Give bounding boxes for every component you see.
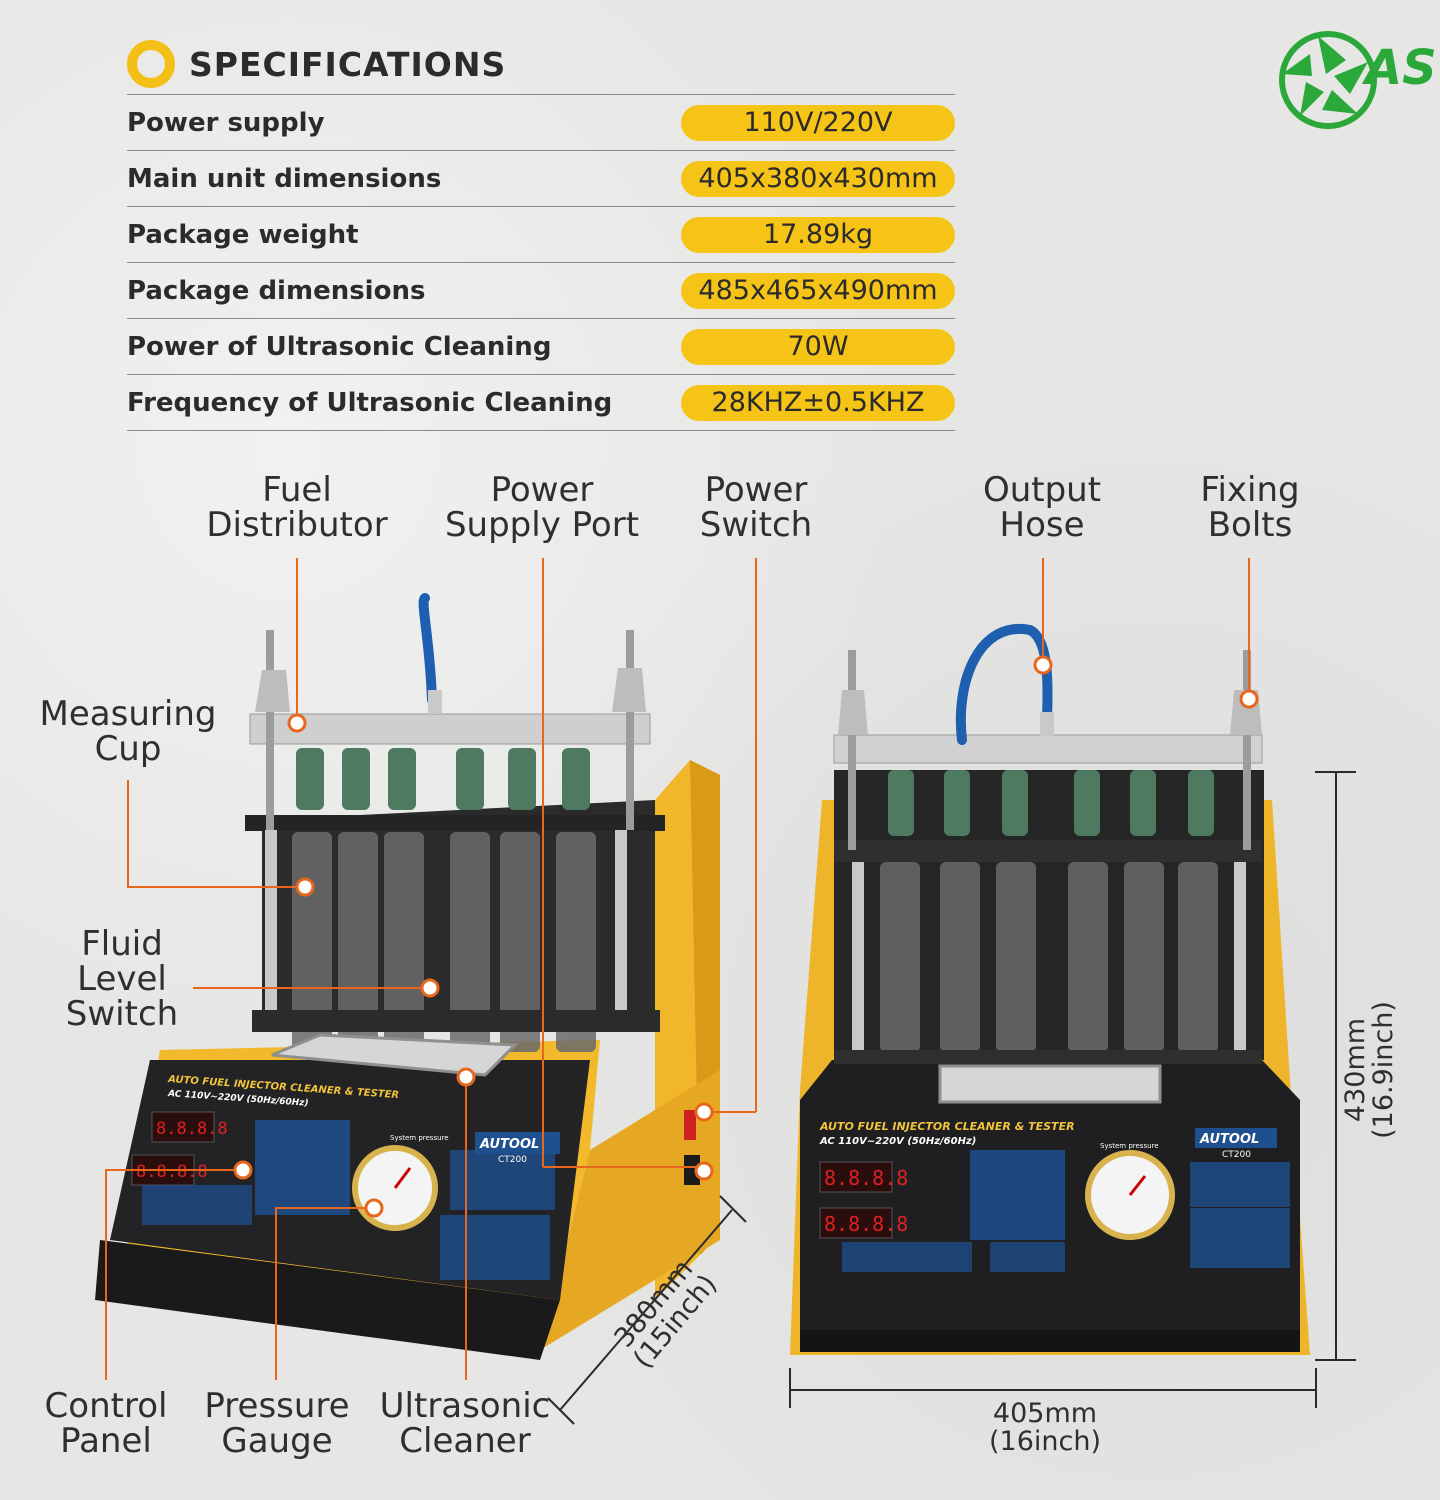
spec-value: 28KHZ±0.5KHZ <box>681 384 955 421</box>
spec-row: Package weight 17.89kg <box>127 207 955 263</box>
callout-line: Bolts <box>1207 505 1293 545</box>
callout-power-switch: Power Switch <box>693 473 819 543</box>
callout-line: Power <box>490 470 594 510</box>
callout-line: Control <box>44 1386 168 1426</box>
spec-row: Power of Ultrasonic Cleaning 70W <box>127 319 955 375</box>
spec-label: Package weight <box>127 219 359 250</box>
leader-dots <box>233 655 1259 1218</box>
callout-line: Pressure <box>204 1386 350 1426</box>
spec-row: Power supply 110V/220V <box>127 95 955 151</box>
callout-control-panel: Control Panel <box>36 1389 176 1459</box>
spec-row: Main unit dimensions 405x380x430mm <box>127 151 955 207</box>
dimension-value: 405mm <box>992 1398 1098 1429</box>
spec-value: 110V/220V <box>681 104 955 141</box>
specifications-heading: SPECIFICATIONS <box>127 40 506 88</box>
display-readout: 8.8.8.8 <box>824 1166 908 1190</box>
display-readout: 8.8.8.8 <box>156 1119 228 1139</box>
callout-line: Distributor <box>206 505 388 545</box>
callout-line: Fixing <box>1200 470 1300 510</box>
device-model: CT200 <box>1222 1150 1251 1160</box>
device-brand: AUTOOL <box>1199 1132 1259 1147</box>
callout-line: Supply Port <box>444 505 640 545</box>
callout-fluid-level-switch: Fluid Level Switch <box>58 927 186 1032</box>
callout-line: Hose <box>999 505 1085 545</box>
dimension-value: (16.9inch) <box>1368 1001 1399 1139</box>
bullet-ring-icon <box>127 40 175 88</box>
dimension-height: 430mm (16.9inch) <box>1340 990 1399 1150</box>
dimension-width: 405mm (16inch) <box>970 1400 1120 1456</box>
callout-line: Cup <box>94 729 162 769</box>
device-brand: AUTOOL <box>479 1137 539 1152</box>
logo-aperture-icon <box>1279 31 1377 129</box>
callout-line: Gauge <box>221 1421 333 1461</box>
spec-label: Power supply <box>127 107 325 138</box>
page-title: SPECIFICATIONS <box>189 44 507 84</box>
display-readout: 8.8.8.8 <box>824 1212 908 1236</box>
display-readout: 8.8.8.8 <box>136 1162 208 1182</box>
callout-measuring-cup: Measuring Cup <box>36 697 220 767</box>
dimension-value: 430mm <box>1340 1017 1371 1123</box>
callout-line: Fluid <box>81 924 163 964</box>
callout-power-supply-port: Power Supply Port <box>437 473 647 543</box>
spec-row: Package dimensions 485x465x490mm <box>127 263 955 319</box>
callout-pressure-gauge: Pressure Gauge <box>196 1389 358 1459</box>
callout-fuel-distributor: Fuel Distributor <box>203 473 391 543</box>
spec-value: 70W <box>681 328 955 365</box>
callout-fixing-bolts: Fixing Bolts <box>1192 473 1308 543</box>
spec-label: Package dimensions <box>127 275 426 306</box>
spec-label: Main unit dimensions <box>127 163 442 194</box>
callout-line: Measuring <box>39 694 217 734</box>
spec-row: Frequency of Ultrasonic Cleaning 28KHZ±0… <box>127 375 955 431</box>
spec-label: Power of Ultrasonic Cleaning <box>127 331 552 362</box>
callout-line: Level <box>77 959 167 999</box>
callout-ultrasonic-cleaner: Ultrasonic Cleaner <box>373 1389 557 1459</box>
dimension-lines <box>547 771 1356 1425</box>
callout-line: Power <box>704 470 808 510</box>
device-front-title: AUTO FUEL INJECTOR CLEANER & TESTER <box>819 1120 1075 1133</box>
device-perspective-view <box>95 593 720 1360</box>
leader-lines <box>105 558 1250 1380</box>
callout-line: Output <box>982 470 1102 510</box>
dimension-value: (16inch) <box>989 1426 1101 1457</box>
callout-line: Switch <box>699 505 813 545</box>
device-front-view <box>790 623 1310 1355</box>
spec-label: Frequency of Ultrasonic Cleaning <box>127 387 613 418</box>
callout-line: Cleaner <box>399 1421 531 1461</box>
callout-output-hose: Output Hose <box>977 473 1107 543</box>
logo-text: AS <box>1365 40 1437 96</box>
spec-value: 485x465x490mm <box>681 272 955 309</box>
device-model: CT200 <box>498 1155 527 1165</box>
callout-line: Fuel <box>262 470 332 510</box>
callout-line: Switch <box>65 994 179 1034</box>
spec-value: 405x380x430mm <box>681 160 955 197</box>
spec-value: 17.89kg <box>681 216 955 253</box>
gauge-label: System pressure <box>390 1134 449 1142</box>
callout-line: Ultrasonic <box>379 1386 551 1426</box>
callout-line: Panel <box>60 1421 152 1461</box>
spec-table: Power supply 110V/220V Main unit dimensi… <box>127 94 955 431</box>
gauge-label: System pressure <box>1100 1142 1159 1150</box>
device-front-power: AC 110V~220V (50Hz/60Hz) <box>819 1136 976 1147</box>
